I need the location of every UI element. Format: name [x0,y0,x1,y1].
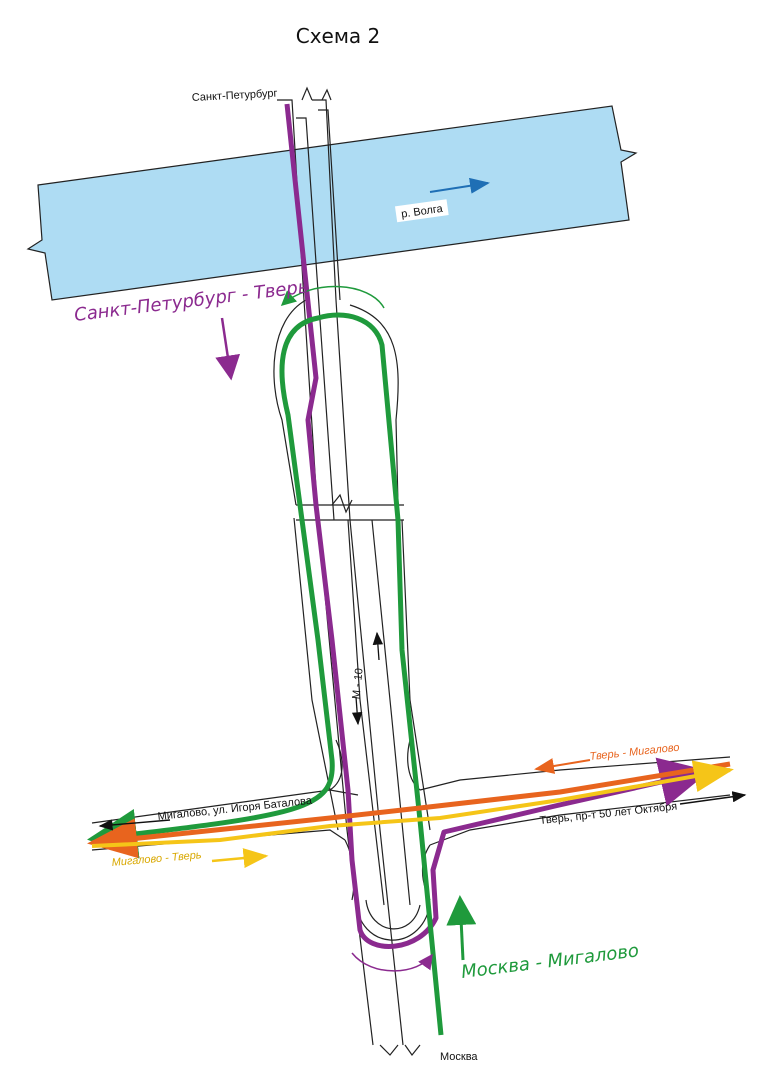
route-spb-tver [284,103,710,949]
m10-label: М - 10 [350,668,365,700]
arrow-m10-south [351,696,363,726]
arrow-spb-tver-down [215,317,241,381]
arrow-migalovo-tver [211,848,269,869]
route-tver-migalovo [87,761,731,859]
route-tver-migalovo-label: Тверь - Мигалово [589,742,680,763]
loop-arrow-north [280,285,385,309]
south-loop-ramp-inner [365,899,421,930]
spb-label: Санкт-Петурбург [192,88,278,104]
north-loop-ramp [273,299,307,506]
arrow-moskva-migalovo-up [446,895,477,961]
loop-arrow-south [351,952,433,972]
volga-label-box: р. Волга [394,199,449,223]
moskva-label: Москва [440,1051,478,1063]
route-migalovo-tver [91,760,734,848]
volga-label: р. Волга [400,203,444,221]
arrow-tver-migalovo [534,758,591,774]
arrow-tver-east [679,791,747,805]
route-moskva-migalovo [87,312,444,1036]
arrow-m10-north [372,631,384,661]
north-loop-ramp-outer [349,304,399,506]
route-moskva-migalovo-label: Москва - Мигалово [460,940,640,983]
route-migalovo-tver-label: Мигалово - Тверь [111,849,202,869]
map-title: Схема 2 [296,24,381,48]
volga-river [26,105,638,301]
river-flow-arrow [429,177,490,194]
arrow-migalovo-west [98,819,171,831]
